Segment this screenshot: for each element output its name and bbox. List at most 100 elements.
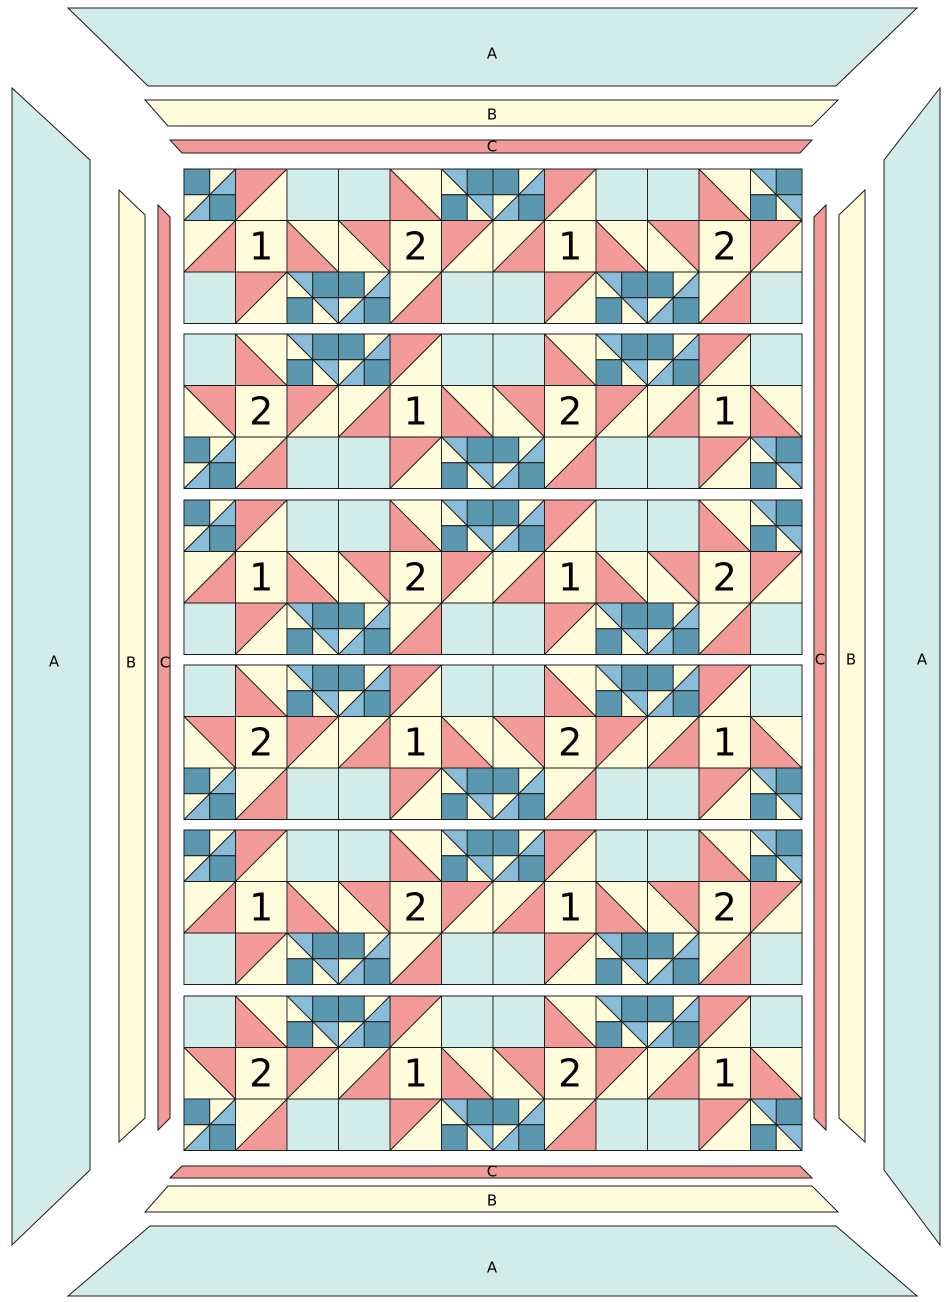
block-3-0-c2-t1 (184, 768, 210, 794)
block-3-0-c1-t1 (313, 665, 339, 691)
block-4-3-c2-t1 (648, 933, 674, 959)
border-c-right-label: C (815, 651, 825, 669)
block-2-0-c2-t2 (287, 629, 313, 655)
block-label: 1 (713, 389, 737, 433)
block-0-3-c2-t1 (648, 272, 674, 298)
block-3-1-c2-t1 (467, 768, 493, 794)
block-1-1-corner-bl (339, 437, 391, 489)
block-5-2-corner-tl (493, 996, 545, 1048)
block-3-2-c1-t2 (596, 691, 622, 717)
block-5-0-c2-t2 (210, 1125, 236, 1151)
block-label: 2 (249, 389, 273, 433)
block-0-3-c1-t2 (751, 195, 777, 221)
block-label: 1 (249, 224, 273, 268)
block-5-0-c2-t1 (184, 1099, 210, 1125)
block-2-3-c1-t2 (751, 526, 777, 552)
block-5-0-corner-tl (184, 996, 236, 1048)
block-4-3-c1-t2 (751, 856, 777, 882)
block-1-1-c2-t2 (442, 463, 468, 489)
block-2-1-c1-t2 (442, 526, 468, 552)
block-label: 2 (249, 720, 273, 764)
block-0-0-c1-t2 (210, 195, 236, 221)
block-3-3-c1-t2 (673, 691, 699, 717)
block-1-0-c1-t1 (313, 334, 339, 360)
block-5-2-corner-br (596, 1099, 648, 1151)
block-4-1-c1-t1 (467, 830, 493, 856)
block-1-0-c2-t2 (210, 463, 236, 489)
block-label: 1 (713, 720, 737, 764)
block-3-3-c2-t1 (776, 768, 802, 794)
quilt-row: 2 1 2 1 (184, 665, 802, 820)
block-label: 1 (558, 885, 582, 929)
block-2-0-corner-bl (184, 603, 236, 655)
block-2-1-c2-t2 (364, 629, 390, 655)
block-0-0-corner-tr (287, 169, 339, 221)
block-5-1-c1-t1 (339, 996, 365, 1022)
block-1-3-c2-t2 (751, 463, 777, 489)
block-1-2-corner-br (596, 437, 648, 489)
block-5-2-c2-t1 (493, 1099, 519, 1125)
block-label: 1 (713, 1051, 737, 1095)
block-4-0-c1-t2 (210, 856, 236, 882)
block-4-0-corner-tr (287, 830, 339, 882)
block-0-0-c2-t1 (313, 272, 339, 298)
block-3-3-corner-tr (751, 665, 803, 717)
quilt-row: 2121 (184, 334, 802, 489)
block-4-3-corner-tl (648, 830, 700, 882)
border-a-top-label: A (487, 45, 498, 63)
block-1-0-c2-t1 (184, 437, 210, 463)
block-4-3-c2-t2 (673, 959, 699, 985)
block-5-0-c1-t2 (287, 1022, 313, 1048)
block-1-3-c2-t1 (776, 437, 802, 463)
block-1-2-c2-t2 (519, 463, 545, 489)
block-3-3-corner-bl (648, 768, 700, 820)
block-label: 2 (404, 555, 428, 599)
block-0-0-c2-t2 (287, 298, 313, 324)
block-0-1-c2-t1 (339, 272, 365, 298)
block-label: 1 (558, 555, 582, 599)
block-label: 1 (249, 885, 273, 929)
block-2-1-c2-t1 (339, 603, 365, 629)
block-2-0-c1-t2 (210, 526, 236, 552)
block-4-2-corner-bl (493, 933, 545, 985)
block-2-1-corner-br (442, 603, 494, 655)
block-5-3-c2-t1 (776, 1099, 802, 1125)
block-3-1-corner-bl (339, 768, 391, 820)
block-3-1-corner-tr (442, 665, 494, 717)
block-0-2-corner-bl (493, 272, 545, 324)
border-a-right (884, 88, 940, 1245)
block-4-2-corner-tr (596, 830, 648, 882)
block-4-3-c1-t1 (776, 830, 802, 856)
quilt-row: 2121 (184, 996, 802, 1151)
block-1-1-corner-tr (442, 334, 494, 386)
block-3-1-c2-t2 (442, 794, 468, 820)
block-1-0-corner-br (287, 437, 339, 489)
block-label: 1 (404, 1051, 428, 1095)
block-1-3-c1-t2 (673, 360, 699, 386)
block-0-1-corner-br (442, 272, 494, 324)
block-5-2-c1-t2 (596, 1022, 622, 1048)
block-2-2-corner-bl (493, 603, 545, 655)
block-5-3-c1-t1 (648, 996, 674, 1022)
block-2-0-c1-t1 (184, 500, 210, 526)
border-a-bottom-label: A (487, 1259, 498, 1277)
block-0-2-c1-t2 (519, 195, 545, 221)
block-1-1-c1-t1 (339, 334, 365, 360)
block-4-1-c2-t2 (364, 959, 390, 985)
block-label: 2 (558, 720, 582, 764)
block-3-0-corner-tl (184, 665, 236, 717)
block-5-3-c1-t2 (673, 1022, 699, 1048)
block-3-2-c2-t1 (493, 768, 519, 794)
block-4-3-corner-br (751, 933, 803, 985)
block-label: 1 (404, 389, 428, 433)
block-2-3-c2-t1 (648, 603, 674, 629)
border-c-top-label: C (487, 138, 497, 156)
block-1-2-c2-t1 (493, 437, 519, 463)
block-label: 1 (404, 720, 428, 764)
block-5-3-corner-bl (648, 1099, 700, 1151)
block-2-2-c2-t2 (596, 629, 622, 655)
block-4-1-corner-tl (339, 830, 391, 882)
block-0-1-c2-t2 (364, 298, 390, 324)
